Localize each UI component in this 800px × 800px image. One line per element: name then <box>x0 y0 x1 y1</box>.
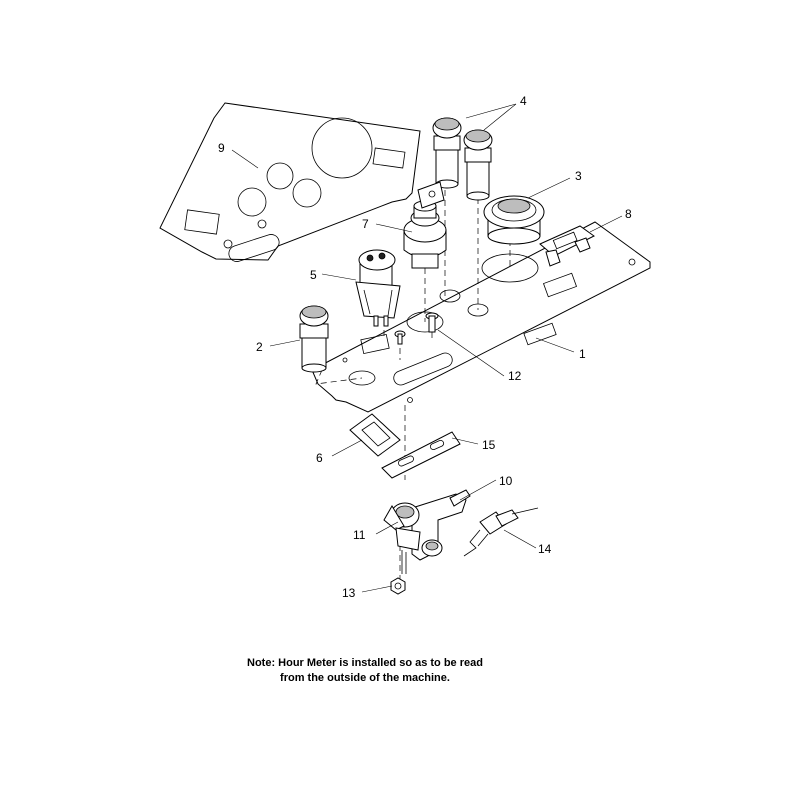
warning-light <box>299 305 329 373</box>
rocker-switch <box>355 249 401 327</box>
callout-14: 14 <box>538 542 552 556</box>
decal-overlay <box>159 102 421 262</box>
callout-11: 11 <box>353 528 366 542</box>
control-panel-plate <box>311 221 651 413</box>
callout-10: 10 <box>499 474 513 488</box>
callout-15: 15 <box>482 438 496 452</box>
indicator-light-right <box>463 129 493 201</box>
installation-note: Note: Hour Meter is installed so as to b… <box>200 656 530 686</box>
callout-5: 5 <box>310 268 317 282</box>
callout-6: 6 <box>316 451 323 465</box>
wire-connector <box>463 507 539 557</box>
callout-9: 9 <box>218 141 225 155</box>
key-switch <box>403 181 447 269</box>
callout-7: 7 <box>362 217 369 231</box>
interlock-switch-assembly <box>383 489 471 574</box>
switch-gasket <box>349 413 401 457</box>
callout-labels: 1 2 3 4 5 6 7 8 9 10 11 12 13 14 15 <box>218 94 632 600</box>
mounting-bracket-plate <box>381 431 461 479</box>
callout-8: 8 <box>625 207 632 221</box>
callout-13: 13 <box>342 586 356 600</box>
note-line-2: from the outside of the machine. <box>280 672 450 684</box>
screw <box>394 312 439 345</box>
leader-lines <box>231 103 623 593</box>
note-line-1: Note: Hour Meter is installed so as to b… <box>247 657 483 669</box>
callout-1: 1 <box>579 347 586 361</box>
nut <box>390 577 406 595</box>
indicator-light-left <box>432 117 462 189</box>
indicator-light-pair <box>432 117 493 201</box>
callout-4: 4 <box>520 94 527 108</box>
callout-12: 12 <box>508 369 522 383</box>
callout-3: 3 <box>575 169 582 183</box>
hour-meter <box>539 225 595 267</box>
callout-2: 2 <box>256 340 263 354</box>
round-gauge <box>483 195 545 245</box>
